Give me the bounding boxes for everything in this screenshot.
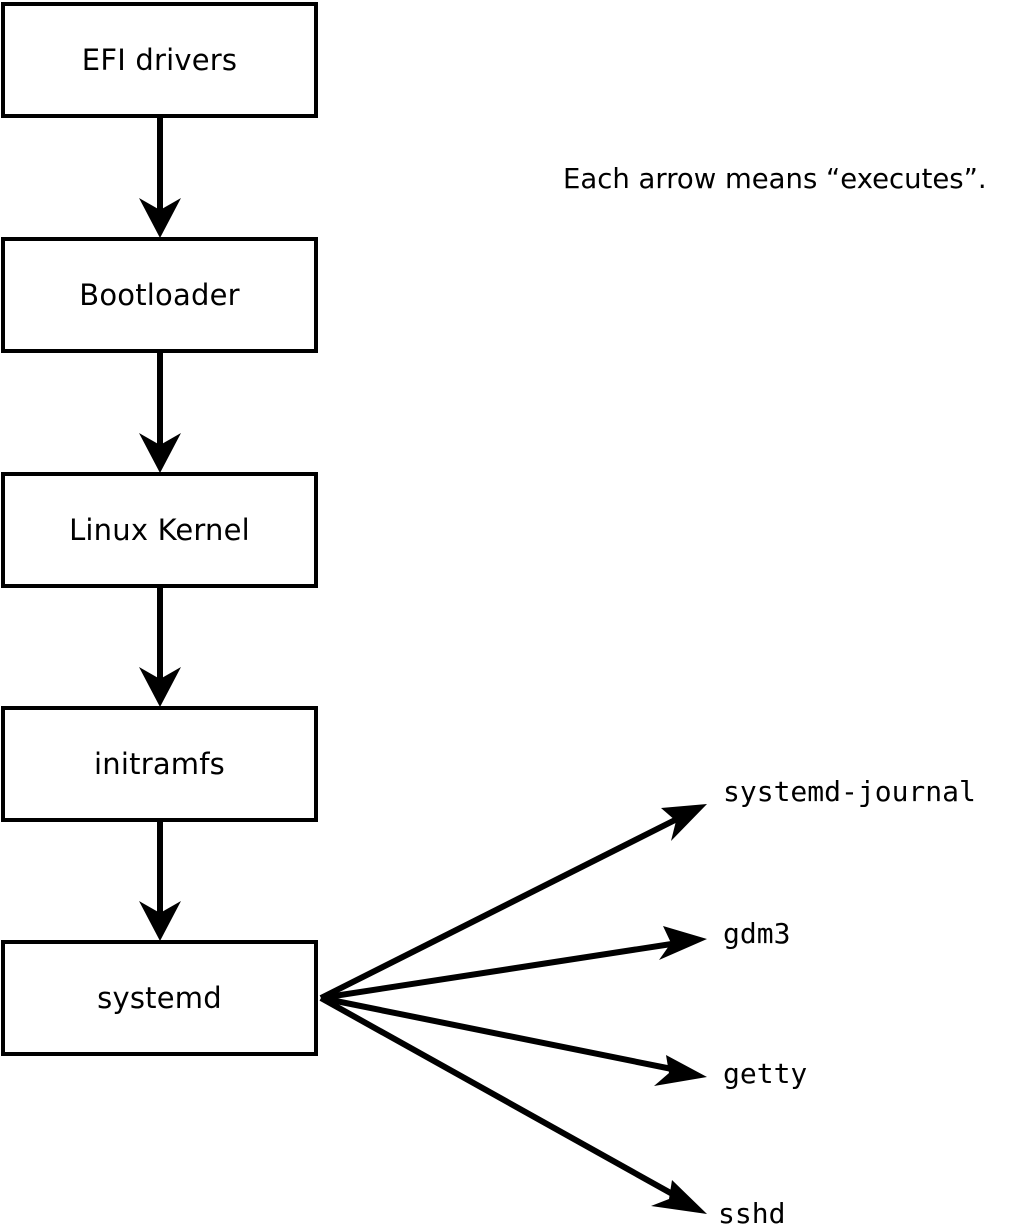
leaf-label-getty: getty bbox=[723, 1057, 808, 1090]
leaf-label-sshd: sshd bbox=[718, 1197, 786, 1230]
fanout-arrow-sshd bbox=[319, 995, 707, 1214]
node-box-bootloader[interactable]: Bootloader bbox=[1, 237, 318, 353]
fanout-arrow-gdm3 bbox=[320, 926, 707, 1001]
leaf-label-gdm3: gdm3 bbox=[723, 917, 791, 950]
fanout-arrow-getty bbox=[320, 995, 707, 1086]
chain-arrow-efi-to-bootloader bbox=[139, 118, 181, 238]
fanout-arrow-systemd-journal bbox=[319, 804, 707, 1001]
node-label-efi-drivers: EFI drivers bbox=[81, 42, 238, 77]
node-label-initramfs: initramfs bbox=[94, 746, 225, 781]
node-box-efi-drivers[interactable]: EFI drivers bbox=[1, 2, 318, 118]
chain-arrow-initramfs-to-systemd bbox=[139, 822, 181, 941]
node-label-linux-kernel: Linux Kernel bbox=[69, 512, 250, 547]
leaf-label-systemd-journal: systemd-journal bbox=[723, 775, 976, 808]
chain-arrow-kernel-to-initramfs bbox=[139, 588, 181, 707]
node-label-systemd: systemd bbox=[97, 980, 222, 1015]
node-box-initramfs[interactable]: initramfs bbox=[1, 706, 318, 822]
node-label-bootloader: Bootloader bbox=[79, 277, 240, 312]
node-box-linux-kernel[interactable]: Linux Kernel bbox=[1, 472, 318, 588]
node-box-systemd[interactable]: systemd bbox=[1, 940, 318, 1056]
chain-arrow-bootloader-to-kernel bbox=[139, 353, 181, 473]
diagram-caption: Each arrow means “executes”. bbox=[563, 163, 987, 195]
